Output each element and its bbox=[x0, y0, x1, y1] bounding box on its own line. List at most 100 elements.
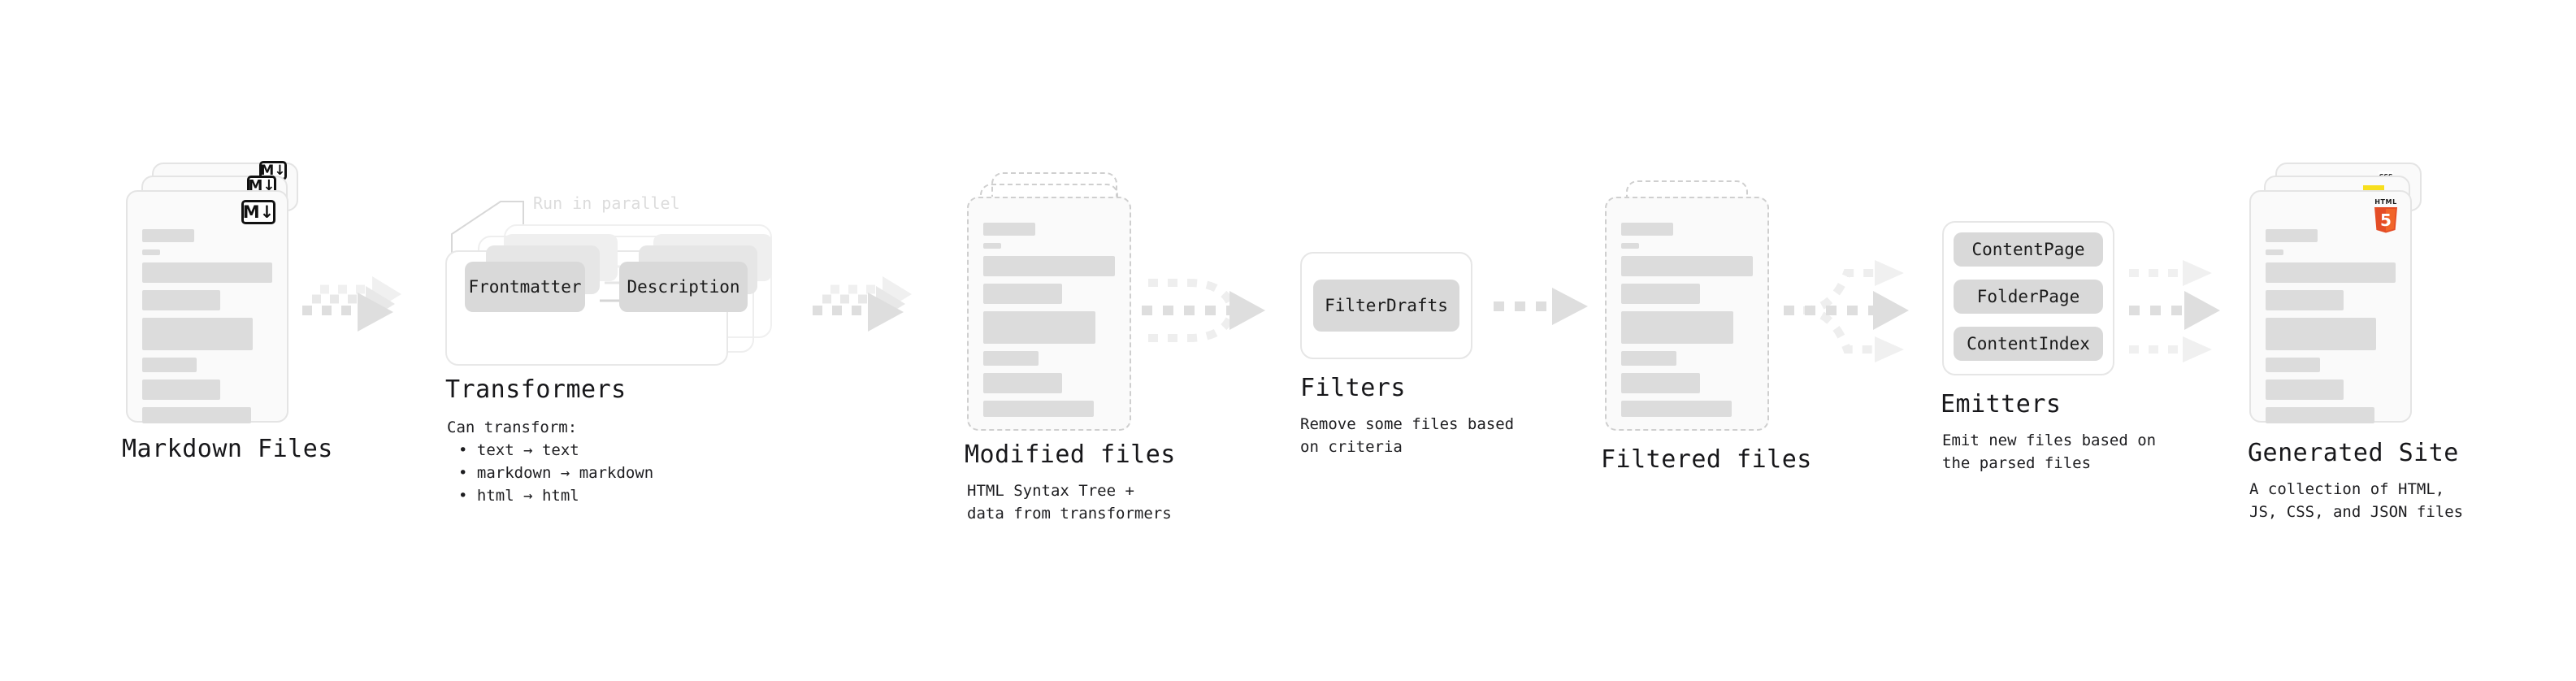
modified-file-stack bbox=[967, 172, 1142, 432]
arrow-transformers-to-modified bbox=[813, 276, 912, 332]
site-card-front: HTML 5 bbox=[2249, 190, 2412, 423]
modified-skeleton-body bbox=[983, 223, 1115, 424]
modified-card-front bbox=[967, 197, 1131, 431]
label-filtered-files: Filtered files bbox=[1601, 445, 1812, 474]
chip-filterdrafts-label: FilterDrafts bbox=[1325, 296, 1448, 315]
label-emitters: Emitters bbox=[1941, 390, 2062, 419]
skeleton-bar bbox=[2266, 407, 2375, 423]
list-item: • markdown → markdown bbox=[458, 464, 654, 482]
skeleton-bar bbox=[1621, 284, 1701, 304]
arrowhead bbox=[1229, 291, 1265, 330]
chip-description-label: Description bbox=[627, 277, 740, 297]
markdown-file-stack: M↓ M↓ M↓ bbox=[126, 161, 313, 423]
arrowhead-middle bbox=[1873, 291, 1909, 330]
skeleton-bar bbox=[983, 373, 1063, 393]
stage-markdown-files: M↓ M↓ M↓ Markdown Files bbox=[122, 161, 332, 463]
chip-contentpage[interactable]: ContentPage bbox=[1954, 232, 2103, 267]
markdown-skeleton-body bbox=[142, 229, 272, 431]
skeleton-bar bbox=[142, 249, 160, 255]
svg-text:HTML: HTML bbox=[2374, 198, 2397, 206]
label-markdown-files: Markdown Files bbox=[122, 435, 333, 463]
skeleton-bar bbox=[2266, 249, 2283, 255]
skeleton-bar bbox=[142, 318, 253, 350]
skeleton-bar bbox=[1621, 351, 1677, 366]
skeleton-bar bbox=[2266, 290, 2344, 310]
skeleton-bar bbox=[983, 243, 1001, 249]
annotation-run-in-parallel: Run in parallel bbox=[533, 193, 680, 213]
skeleton-bar bbox=[983, 351, 1039, 366]
subtitle-emitters: Emit new files based on the parsed files bbox=[1942, 432, 2157, 472]
html5-badge: HTML 5 bbox=[2374, 198, 2397, 233]
skeleton-bar bbox=[1621, 373, 1701, 393]
markdown-badge-front: M↓ bbox=[241, 200, 275, 224]
arrowhead-bottom bbox=[2183, 336, 2212, 362]
skeleton-bar bbox=[2266, 358, 2321, 372]
skeleton-bar bbox=[142, 380, 220, 400]
label-generated-site: Generated Site bbox=[2248, 439, 2459, 467]
chip-description[interactable]: Description bbox=[619, 262, 748, 312]
chip-filterdrafts[interactable]: FilterDrafts bbox=[1313, 280, 1459, 332]
stage-generated-site: CSS HTML 5 bbox=[2248, 163, 2463, 521]
stage-modified-files: Modified files HTML Syntax Tree + data f… bbox=[965, 172, 1175, 523]
skeleton-bar bbox=[142, 290, 220, 310]
subtitle-transformers: Can transform: bbox=[447, 419, 578, 436]
filtered-file-stack bbox=[1605, 180, 1780, 440]
arrowhead-middle bbox=[2184, 291, 2220, 330]
skeleton-bar bbox=[983, 223, 1035, 236]
chip-frontmatter[interactable]: Frontmatter bbox=[465, 262, 585, 312]
arrowhead bbox=[1552, 288, 1588, 325]
skeleton-bar bbox=[983, 284, 1063, 304]
skeleton-bar bbox=[2266, 262, 2396, 283]
skeleton-bar bbox=[983, 401, 1095, 417]
label-filters: Filters bbox=[1300, 374, 1406, 402]
arrow-emitters-to-site bbox=[2129, 260, 2220, 362]
chip-folderpage[interactable]: FolderPage bbox=[1954, 280, 2103, 314]
arrowhead-front bbox=[358, 293, 393, 332]
skeleton-bar bbox=[142, 407, 252, 423]
list-item: • text → text bbox=[458, 441, 579, 459]
skeleton-bar bbox=[1621, 401, 1733, 417]
skeleton-bar bbox=[142, 229, 194, 242]
arrowhead-front bbox=[868, 293, 904, 332]
skeleton-bar bbox=[983, 256, 1115, 276]
svg-text:5: 5 bbox=[2380, 210, 2392, 230]
arrow-modified-to-filters bbox=[1142, 279, 1265, 342]
run-in-parallel-bracket bbox=[451, 201, 524, 263]
arrow-filtered-to-emitters bbox=[1784, 260, 1909, 362]
markdown-badge-text-back: M↓ bbox=[260, 162, 286, 179]
generated-site-stack: CSS HTML 5 bbox=[2249, 163, 2436, 423]
skeleton-bar bbox=[1621, 311, 1733, 344]
subtitle-filters: Remove some files based on criteria bbox=[1300, 415, 1515, 456]
skeleton-bar bbox=[2266, 318, 2376, 350]
skeleton-bar bbox=[1621, 256, 1753, 276]
subtitle-generated-site: A collection of HTML, JS, CSS, and JSON … bbox=[2249, 480, 2464, 521]
chip-folderpage-label: FolderPage bbox=[1976, 287, 2080, 306]
arrowhead-bottom bbox=[1875, 336, 1904, 362]
markdown-badge-text-mid: M↓ bbox=[248, 177, 275, 194]
chip-contentindex-label: ContentIndex bbox=[1967, 334, 2090, 354]
arrow-filters-to-filtered bbox=[1494, 288, 1588, 325]
skeleton-bar bbox=[142, 358, 197, 372]
label-modified-files: Modified files bbox=[965, 440, 1176, 469]
skeleton-bar bbox=[2266, 229, 2318, 242]
transformer-bullet-list: • text → text • markdown → markdown • ht… bbox=[458, 439, 653, 507]
skeleton-bar bbox=[142, 262, 272, 283]
label-transformers: Transformers bbox=[445, 375, 627, 404]
chip-contentpage-label: ContentPage bbox=[1971, 240, 2085, 259]
arrowhead-top bbox=[2183, 260, 2212, 286]
chip-frontmatter-label: Frontmatter bbox=[468, 277, 582, 297]
markdown-card-front: M↓ bbox=[126, 190, 288, 423]
chip-contentindex[interactable]: ContentIndex bbox=[1954, 327, 2103, 361]
skeleton-bar bbox=[1621, 243, 1639, 249]
subtitle-modified-files: HTML Syntax Tree + data from transformer… bbox=[967, 482, 1172, 523]
markdown-badge-text-front: M↓ bbox=[242, 202, 275, 222]
skeleton-bar bbox=[1621, 223, 1673, 236]
filtered-card-front bbox=[1605, 197, 1769, 431]
filtered-skeleton-body bbox=[1621, 223, 1753, 424]
site-skeleton-body bbox=[2266, 229, 2396, 431]
skeleton-bar bbox=[983, 311, 1095, 344]
stage-filtered-files: Filtered files bbox=[1601, 180, 1811, 474]
skeleton-bar bbox=[2266, 380, 2344, 400]
arrowhead-top bbox=[1875, 260, 1904, 286]
